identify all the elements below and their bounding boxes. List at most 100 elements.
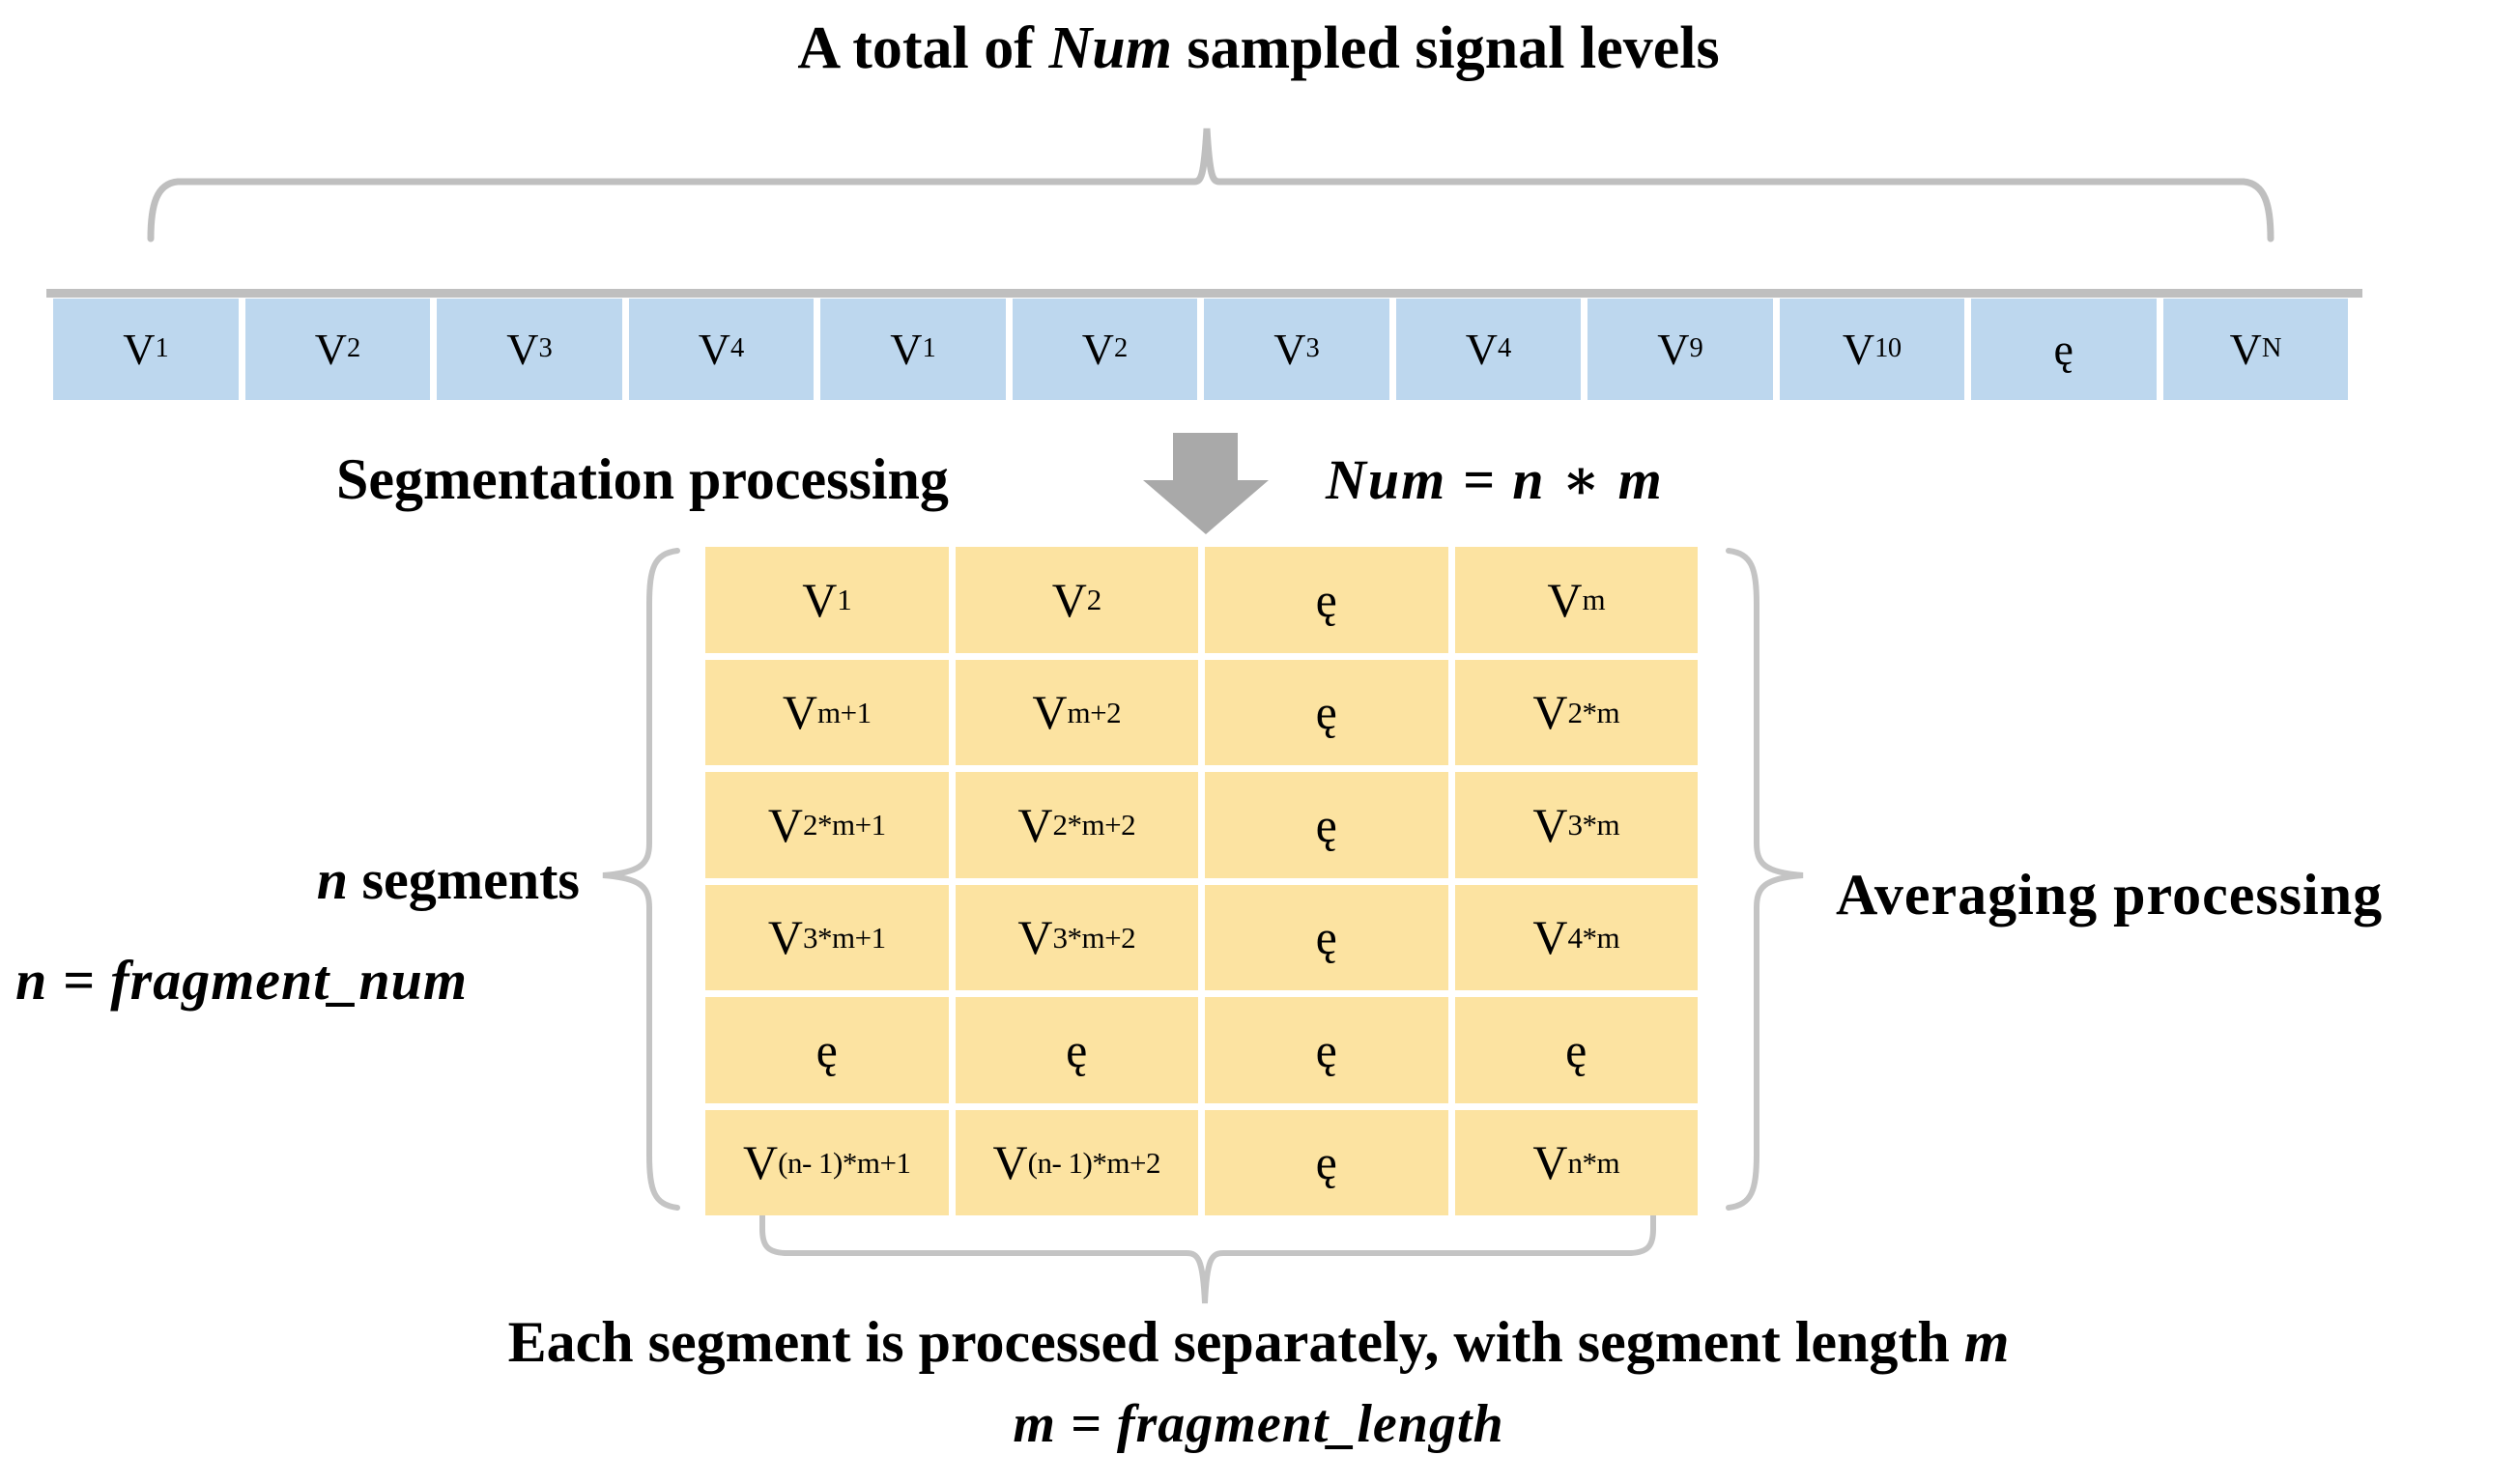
cell-text: ę: [815, 1022, 838, 1077]
top-brace: [147, 128, 2274, 243]
cell-text: V: [1081, 324, 1114, 374]
cell-subscript: 2: [346, 333, 360, 364]
cell-subscript: 3*m+2: [1052, 920, 1136, 955]
cell-subscript: 4: [1497, 333, 1511, 364]
cell-subscript: m+2: [1067, 695, 1122, 729]
cell-text: ę: [1066, 1022, 1088, 1077]
caption-text: Each segment is processed separately, wi…: [507, 1310, 1964, 1374]
m-symbol: m: [1963, 1310, 2010, 1374]
cell-subscript: m: [1582, 583, 1606, 617]
matrix-cell: ę: [1205, 772, 1448, 878]
strip-cell: ę: [1971, 299, 2157, 400]
cell-subscript: 3: [538, 333, 553, 364]
cell-text: V: [1032, 685, 1068, 740]
cell-text: V: [506, 324, 539, 374]
cell-text: V: [1051, 572, 1087, 627]
bottom-caption: Each segment is processed separately, wi…: [0, 1310, 2517, 1374]
cell-subscript: 9: [1689, 333, 1703, 364]
cell-text: V: [1273, 324, 1306, 374]
n-symbol: n: [316, 848, 348, 911]
cell-subscript: m+1: [817, 695, 872, 729]
segmentation-label: Segmentation processing: [336, 447, 949, 511]
cell-subscript: 1: [837, 583, 852, 617]
cell-text: V: [1547, 572, 1583, 627]
matrix-cell: V(n- 1)*m+2: [955, 1109, 1198, 1215]
cell-text: V: [743, 1135, 779, 1190]
cell-subscript: 3: [1305, 333, 1320, 364]
cell-text: V: [1532, 685, 1568, 740]
cell-subscript: n*m: [1567, 1145, 1620, 1180]
cell-text: V: [802, 572, 838, 627]
cell-subscript: N: [2261, 333, 2282, 364]
n-segments-label: n segments: [97, 852, 580, 908]
cell-text: V: [1842, 324, 1875, 374]
cell-text: V: [1532, 797, 1568, 852]
bottom-brace: [759, 1204, 1656, 1304]
matrix-cell: ę: [1205, 884, 1448, 990]
matrix-cell: ę: [1205, 547, 1448, 653]
cell-text: V: [1657, 324, 1690, 374]
cell-text: V: [2229, 324, 2262, 374]
title-prefix: A total of: [797, 15, 1049, 81]
cell-subscript: 1: [922, 333, 936, 364]
cell-text: V: [1532, 910, 1568, 965]
cell-text: V: [1532, 1135, 1568, 1190]
matrix-cell: ę: [1205, 659, 1448, 765]
cell-text: ę: [1315, 685, 1337, 740]
cell-subscript: 3*m: [1567, 808, 1620, 842]
fragment-length-equation: m = fragment_length: [1013, 1394, 1504, 1454]
matrix-cell: ę: [955, 997, 1198, 1103]
segments-text: segments: [347, 848, 580, 911]
cell-subscript: 2*m+1: [803, 808, 886, 842]
cell-text: ę: [1315, 1135, 1337, 1190]
title-suffix: sampled signal levels: [1171, 15, 1720, 81]
fragment-num-equation: n = fragment_num: [15, 949, 469, 1012]
cell-subscript: (n- 1)*m+2: [1027, 1145, 1161, 1180]
right-brace: [1726, 548, 1804, 1211]
cell-text: V: [782, 685, 817, 740]
cell-text: ę: [1315, 797, 1337, 852]
cell-text: ę: [2053, 324, 2074, 374]
cell-text: ę: [1315, 910, 1337, 965]
cell-text: ę: [1315, 1022, 1337, 1077]
cell-text: V: [1017, 797, 1053, 852]
cell-subscript: 10: [1874, 333, 1902, 364]
cell-subscript: 2: [1086, 583, 1102, 617]
cell-subscript: 1: [155, 333, 169, 364]
figure-title: A total of Num sampled signal levels: [0, 15, 2517, 81]
matrix-cell: ę: [1205, 1109, 1448, 1215]
matrix-cell: ę: [1454, 997, 1698, 1103]
cell-text: V: [314, 324, 347, 374]
cell-text: V: [1465, 324, 1498, 374]
title-emph-num: Num: [1048, 15, 1172, 81]
cell-text: V: [767, 797, 803, 852]
cell-text: V: [1017, 910, 1053, 965]
matrix-cell: ę: [1205, 997, 1448, 1103]
num-equation: Num = n ∗ m: [1326, 448, 1664, 511]
down-arrow-icon: [1143, 433, 1269, 534]
cell-text: ę: [1315, 572, 1337, 627]
averaging-label: Averaging processing: [1836, 863, 2384, 927]
